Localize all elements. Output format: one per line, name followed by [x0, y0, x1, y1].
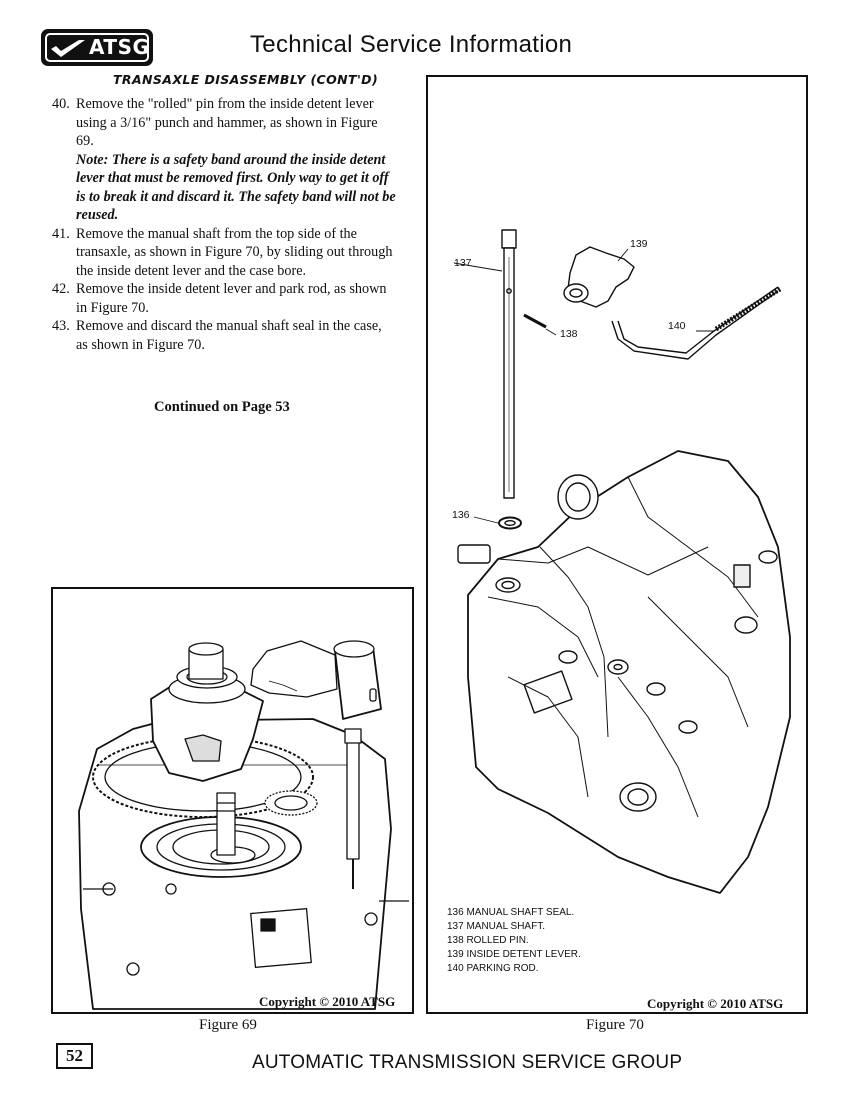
checkmark-logo-icon: [51, 40, 85, 57]
instruction-steps: 40. Remove the "rolled" pin from the ins…: [52, 95, 397, 354]
atsg-logo: ATSG: [41, 29, 153, 66]
logo-text: ATSG: [89, 35, 150, 59]
step-text: Remove and discard the manual shaft seal…: [76, 318, 382, 353]
figure-69-frame: Copyright © 2010 ATSG: [51, 587, 414, 1014]
step-42: 42. Remove the inside detent lever and p…: [52, 280, 397, 317]
continued-note: Continued on Page 53: [154, 399, 290, 415]
figure-70-frame: 137 139 138 140 136 Copyright © 2010 ATS…: [426, 75, 808, 1014]
page-number: 52: [56, 1043, 93, 1069]
step-number: 40.: [52, 96, 70, 112]
step-number: 41.: [52, 225, 70, 242]
step-text: Remove the "rolled" pin from the inside …: [76, 96, 378, 149]
page-header-title: Technical Service Information: [250, 31, 573, 58]
step-number: 42.: [52, 281, 70, 297]
step-number: 43.: [52, 318, 70, 334]
callout-137: 137: [454, 257, 472, 269]
figure-70-illustration: [453, 229, 791, 894]
figure-70-copyright: Copyright © 2010 ATSG: [647, 996, 784, 1011]
step-text: Remove the manual shaft from the top sid…: [76, 225, 393, 279]
legend-item: 136 MANUAL SHAFT SEAL.: [447, 907, 575, 918]
step-41: 41. Remove the manual shaft from the top…: [52, 225, 397, 281]
legend-item: 140 PARKING ROD.: [447, 963, 539, 974]
legend-item: 137 MANUAL SHAFT.: [447, 921, 545, 932]
figure-69-copyright: Copyright © 2010 ATSG: [259, 994, 396, 1009]
callout-136: 136: [452, 509, 470, 521]
step-40: 40. Remove the "rolled" pin from the ins…: [52, 95, 397, 151]
step-text: Remove the inside detent lever and park …: [76, 281, 387, 316]
safety-note: Note: There is a safety band around the …: [76, 151, 396, 224]
step-43: 43. Remove and discard the manual shaft …: [52, 317, 397, 354]
figure-69-illustration: [78, 640, 409, 1010]
figure-69-caption: Figure 69: [199, 1017, 257, 1033]
footer-text: AUTOMATIC TRANSMISSION SERVICE GROUP: [252, 1052, 683, 1073]
section-title: TRANSAXLE DISASSEMBLY (CONT'D): [113, 72, 379, 87]
callout-140: 140: [668, 320, 686, 332]
legend-item: 138 ROLLED PIN.: [447, 935, 529, 946]
legend-item: 139 INSIDE DETENT LEVER.: [447, 949, 581, 960]
callout-139: 139: [630, 238, 648, 250]
figure-70-legend: 136 MANUAL SHAFT SEAL. 137 MANUAL SHAFT.…: [447, 906, 581, 976]
figure-70-caption: Figure 70: [586, 1017, 644, 1033]
callout-138: 138: [560, 328, 578, 340]
